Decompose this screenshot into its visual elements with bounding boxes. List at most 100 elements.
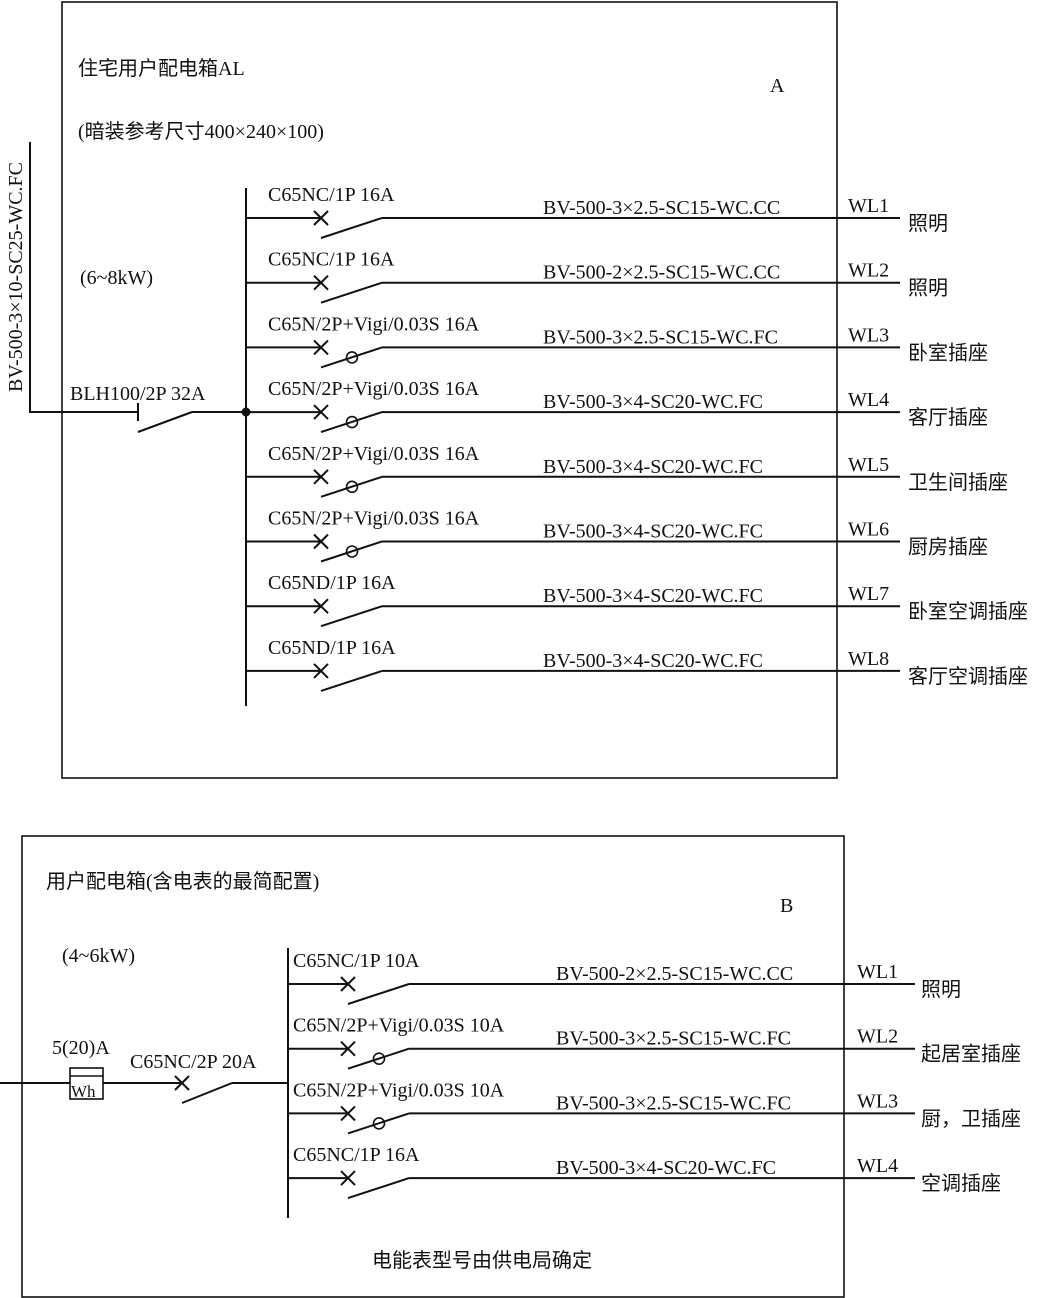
branch-circuit: C65N/2P+Vigi/0.03S 16A BV-500-3×4-SC20-WC…: [246, 378, 988, 434]
circuit-id: WL3: [857, 1090, 898, 1112]
branch-circuit: C65N/2P+Vigi/0.03S 16A BV-500-3×4-SC20-WC…: [246, 508, 988, 563]
load-label: 卫生间插座: [908, 471, 1008, 494]
breaker-label: C65NC/1P 16A: [268, 184, 395, 206]
breaker-label: C65NC/1P 16A: [293, 1144, 420, 1166]
breaker-blade: [320, 669, 383, 692]
rcd-marker: [345, 545, 359, 558]
branch-circuit: C65N/2P+Vigi/0.03S 16A BV-500-3×4-SC20-WC…: [246, 443, 1008, 498]
cable-label: BV-500-3×4-SC20-WC.FC: [543, 521, 763, 543]
breaker-blade: [347, 1047, 410, 1070]
panel-a-title: 住宅用户配电箱AL: [78, 57, 245, 80]
cable-label: BV-500-3×4-SC20-WC.FC: [543, 650, 763, 672]
branch-circuit: C65N/2P+Vigi/0.03S 16ABV-500-3×2.5-SC15-…: [246, 313, 988, 369]
panel-a-enclosure: [61, 1, 838, 779]
branch-circuit: C65ND/1P 16A BV-500-3×4-SC20-WC.FC WL8 客厅空调…: [246, 637, 1028, 692]
energy-meter-label: Wh: [71, 1082, 96, 1101]
circuit-id: WL4: [848, 389, 889, 411]
circuit-id: WL5: [848, 454, 889, 476]
cable-label: BV-500-2×2.5-SC15-WC.CC: [556, 963, 793, 985]
circuit-id: WL2: [857, 1026, 898, 1048]
load-label: 厨房插座: [908, 536, 988, 559]
cable-label: BV-500-3×2.5-SC15-WC.FC: [556, 1092, 791, 1114]
breaker-cross-stroke: [313, 210, 329, 226]
breaker-blade: [347, 983, 410, 1005]
panel-b: 用户配电箱(含电表的最简配置) B (4~6kW) 5(20)A Wh C65N…: [0, 835, 1021, 1298]
panel-a-power: (6~8kW): [80, 267, 153, 289]
breaker-cross-stroke: [313, 469, 329, 485]
breaker-blade: [320, 540, 383, 563]
main-breaker-a-blade: [137, 411, 193, 433]
rcd-marker: [345, 480, 359, 494]
panel-b-enclosure: [21, 835, 845, 1298]
breaker-blade: [347, 1112, 410, 1135]
breaker-blade: [320, 411, 383, 434]
circuit-id: WL1: [848, 195, 889, 217]
breaker-blade: [320, 281, 383, 304]
cable-label: BV-500-3×2.5-SC15-WC.FC: [543, 326, 778, 348]
load-label: 起居室插座: [921, 1043, 1021, 1066]
cable-label: BV-500-3×2.5-SC15-WC.CC: [543, 197, 780, 219]
breaker-cross-stroke: [313, 274, 329, 291]
meter-rating-label: 5(20)A: [52, 1037, 110, 1059]
load-label: 照明: [908, 213, 948, 235]
breaker-cross-stroke: [313, 533, 329, 550]
breaker-blade: [320, 346, 383, 369]
circuit-id: WL4: [857, 1155, 898, 1177]
breaker-cross-stroke: [313, 404, 329, 420]
branch-circuit: C65NC/1P 16A BV-500-2×2.5-SC15-WC.CC WL2 照明: [246, 249, 948, 304]
breaker-label: C65N/2P+Vigi/0.03S 16A: [268, 378, 480, 400]
branch-circuit: C65N/2P+Vigi/0.03S 10A BV-500-3×2.5-SC15-…: [288, 1079, 1021, 1135]
cable-label: BV-500-3×4-SC20-WC.FC: [556, 1157, 776, 1179]
breaker-label: C65NC/1P 16A: [268, 249, 395, 271]
breaker-cross-stroke: [340, 1170, 356, 1186]
breaker-label: C65ND/1P 16A: [268, 572, 396, 594]
breaker-blade: [320, 475, 383, 498]
incoming-cable-label: BV-500-3×10-SC25-WC.FC: [5, 162, 27, 392]
breaker-label: C65N/2P+Vigi/0.03S 16A: [268, 508, 480, 530]
panel-a-letter: A: [770, 75, 785, 97]
rcd-marker: [372, 1117, 386, 1130]
panel-b-title: 用户配电箱(含电表的最简配置): [46, 870, 319, 893]
cable-label: BV-500-3×4-SC20-WC.FC: [543, 391, 763, 413]
load-label: 厨，卫插座: [921, 1107, 1021, 1130]
circuit-id: WL3: [848, 324, 889, 346]
load-label: 卧室插座: [908, 341, 988, 364]
branch-circuit: C65NC/1P 16A BV-500-3×2.5-SC15-WC.CC WL1 照明: [246, 184, 948, 239]
breaker-label: C65NC/1P 10A: [293, 950, 420, 972]
load-label: 客厅空调插座: [908, 665, 1028, 688]
rcd-marker: [372, 1052, 386, 1065]
load-label: 卧室空调插座: [908, 600, 1028, 623]
panel-a-size-note: (暗装参考尺寸400×240×100): [78, 120, 324, 143]
breaker-cross-stroke: [340, 1105, 356, 1122]
main-breaker-b-blade: [181, 1082, 233, 1104]
breaker-cross-stroke: [313, 663, 329, 679]
meter-footnote: 电能表型号由供电局确定: [372, 1249, 592, 1272]
load-label: 照明: [908, 278, 948, 300]
cable-label: BV-500-3×2.5-SC15-WC.FC: [556, 1028, 791, 1050]
breaker-label: C65N/2P+Vigi/0.03S 10A: [293, 1079, 505, 1101]
branch-circuit: C65N/2P+Vigi/0.03S 10A BV-500-3×2.5-SC15-…: [288, 1015, 1021, 1070]
cable-label: BV-500-3×4-SC20-WC.FC: [543, 456, 763, 478]
load-label: 照明: [921, 979, 961, 1001]
panel-a: 住宅用户配电箱AL (暗装参考尺寸400×240×100) A (6~8kW) …: [5, 1, 1028, 779]
breaker-cross-stroke: [340, 976, 356, 992]
main-breaker-a-label: BLH100/2P 32A: [70, 383, 206, 405]
breaker-label: C65ND/1P 16A: [268, 637, 396, 659]
circuit-id: WL8: [848, 648, 889, 670]
rcd-marker: [345, 351, 359, 364]
load-label: 客厅插座: [908, 406, 988, 429]
breaker-cross-stroke: [313, 598, 329, 614]
circuit-id: WL2: [848, 260, 889, 282]
load-label: 空调插座: [921, 1172, 1001, 1195]
breaker-cross-stroke: [313, 339, 329, 356]
cable-label: BV-500-2×2.5-SC15-WC.CC: [543, 262, 780, 284]
incoming-feeder-line: [29, 142, 138, 413]
main-breaker-b-label: C65NC/2P 20A: [130, 1051, 257, 1073]
breaker-label: C65N/2P+Vigi/0.03S 16A: [268, 443, 480, 465]
circuit-id: WL6: [848, 519, 889, 541]
breaker-label: C65N/2P+Vigi/0.03S 10A: [293, 1015, 505, 1037]
